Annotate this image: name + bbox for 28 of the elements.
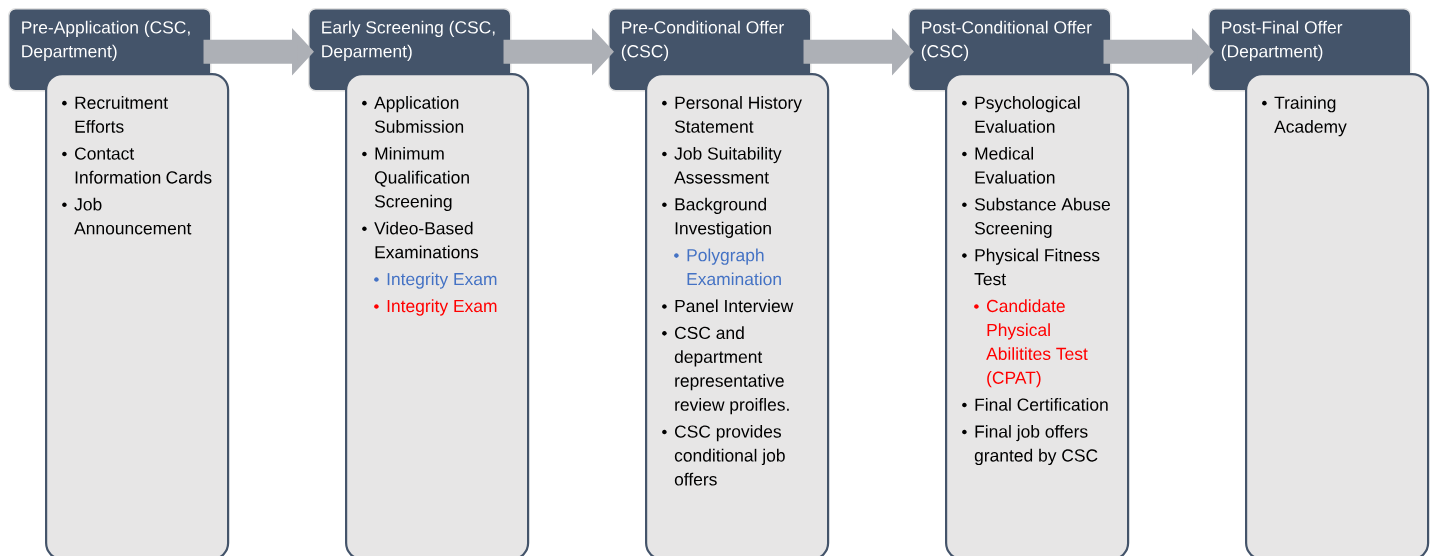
list-item: Integrity Exam xyxy=(387,272,497,289)
list-item: Job Announcement xyxy=(74,197,192,235)
list-box xyxy=(945,73,1130,556)
list-item: Medical Evaluation xyxy=(975,146,1055,184)
list-item: Job Suitability Assessment xyxy=(674,146,782,184)
list-box xyxy=(345,73,530,556)
list-item: Training Academy xyxy=(1274,96,1347,137)
list-item: Final Certification xyxy=(975,398,1108,411)
list-item: Video-Based Examinations xyxy=(374,221,479,259)
list-item: Polygraph Examination xyxy=(687,248,781,286)
list-item: Substance Abuse Screening xyxy=(974,197,1110,238)
list-item: Personal History Statement xyxy=(674,96,802,133)
list-item: CSC provides conditional job offers xyxy=(674,424,785,486)
list-item: Minimum Qualification Screening xyxy=(374,146,469,211)
list-item: CSC and department representative review proifles. xyxy=(674,326,789,415)
list-item: Panel Interview xyxy=(675,299,794,313)
list-box xyxy=(1245,73,1430,556)
list-box xyxy=(645,73,830,556)
list-item: Background Investigation xyxy=(675,197,771,238)
list-item: Physical Fitness Test xyxy=(974,248,1100,286)
list-item: Candidate Physical Abilitites Test (CPAT) xyxy=(986,299,1088,388)
list-box xyxy=(45,73,230,556)
list-item: Final job offers granted by CSC xyxy=(974,424,1098,466)
list-item: Integrity Exam xyxy=(387,299,497,316)
list-item: Application Submission xyxy=(374,96,464,133)
list-item: Recruitment Efforts xyxy=(75,96,168,133)
list-item: Contact Information Cards xyxy=(75,147,212,184)
list-item: Psychological Evaluation xyxy=(975,96,1080,133)
